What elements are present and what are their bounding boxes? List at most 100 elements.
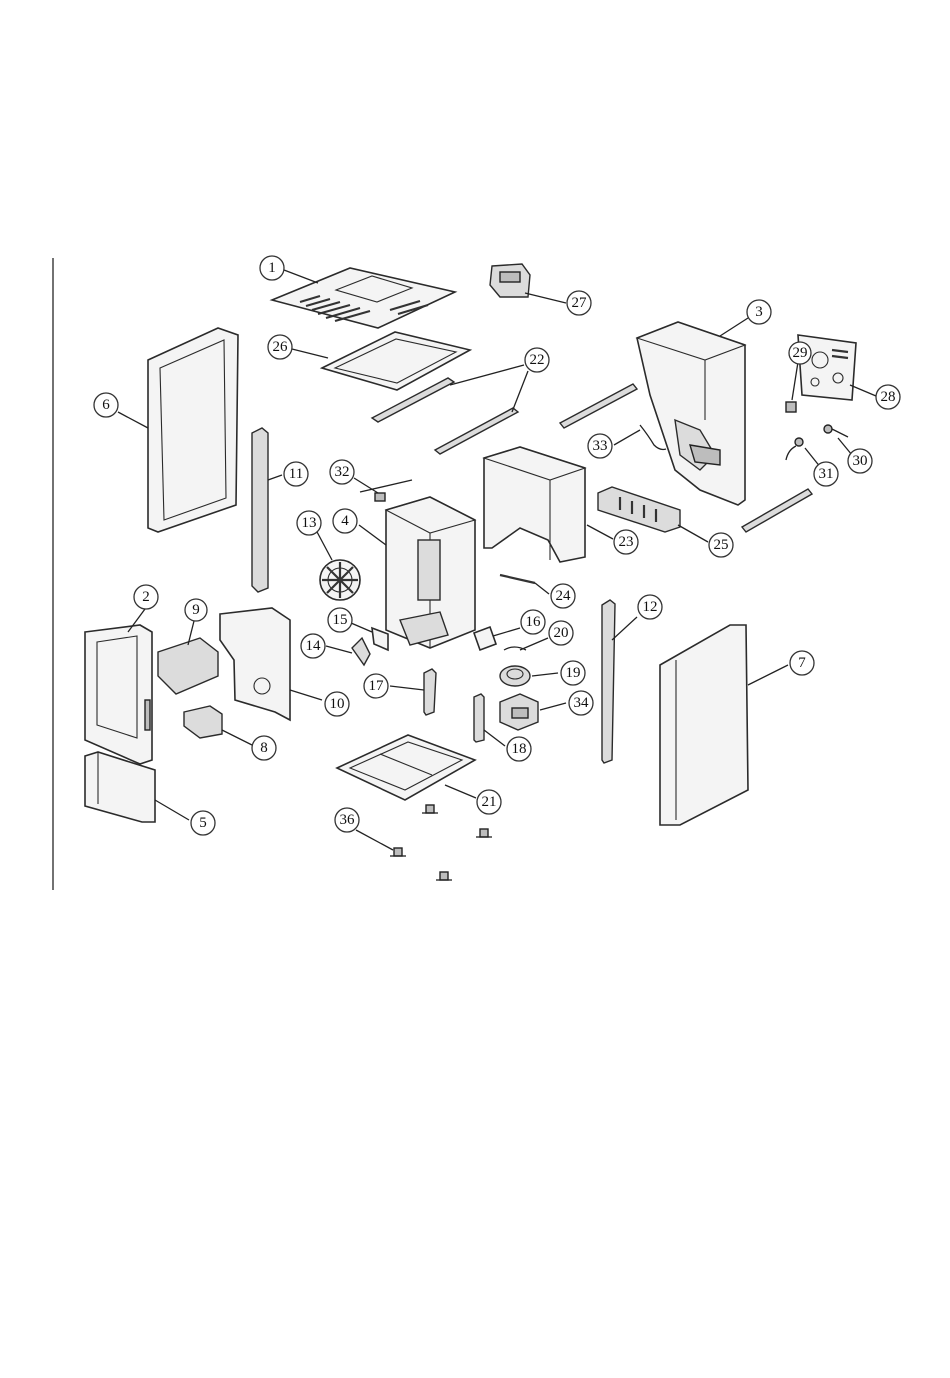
callout-7: 7 [790,651,814,675]
callout-33: 33 [588,434,612,458]
callout-5: 5 [191,811,215,835]
svg-text:6: 6 [102,397,110,413]
callout-13: 13 [297,511,321,535]
callout-20: 20 [549,621,573,645]
part-16-gasket [474,627,496,650]
part-36-feet [390,805,492,880]
callout-6: 6 [94,393,118,417]
part-30-sensor [824,425,848,437]
svg-text:32: 32 [335,464,350,480]
callout-34: 34 [569,691,593,715]
svg-text:11: 11 [289,466,303,482]
svg-text:9: 9 [192,602,200,618]
svg-text:34: 34 [574,695,590,711]
svg-text:26: 26 [273,339,289,355]
part-1-top-plate [272,268,455,328]
part-19-blower [500,666,530,686]
svg-text:24: 24 [556,588,572,604]
svg-text:21: 21 [482,794,497,810]
callout-24: 24 [551,584,575,608]
callout-10: 10 [325,692,349,716]
svg-text:4: 4 [341,513,349,529]
svg-text:3: 3 [755,304,763,320]
callout-21: 21 [477,790,501,814]
svg-text:13: 13 [302,515,317,531]
callout-17: 17 [364,674,388,698]
callout-12: 12 [638,595,662,619]
svg-text:10: 10 [330,696,345,712]
part-27-control-panel [490,264,530,297]
callout-16: 16 [521,610,545,634]
part-9-deflector [158,638,218,694]
part-31-sensor [786,438,803,460]
part-8-burn-pot [184,706,222,738]
part-10-back-panel [220,608,290,720]
svg-text:8: 8 [260,740,268,756]
part-18-bracket [474,694,484,742]
part-34-igniter-box [500,694,538,730]
svg-text:12: 12 [643,599,658,615]
part-3-hopper [637,322,745,505]
callout-3: 3 [747,300,771,324]
callout-36: 36 [335,808,359,832]
part-6-left-panel [148,328,238,532]
svg-text:31: 31 [819,466,834,482]
part-29-switch [786,402,796,412]
svg-text:29: 29 [793,345,808,361]
svg-text:30: 30 [853,453,868,469]
part-32-bracket [360,480,412,501]
callout-28: 28 [876,385,900,409]
callout-23: 23 [614,530,638,554]
svg-text:22: 22 [530,352,545,368]
svg-text:14: 14 [306,638,322,654]
callout-11: 11 [284,462,308,486]
svg-text:5: 5 [199,815,207,831]
callout-2: 2 [134,585,158,609]
callout-1: 1 [260,256,284,280]
svg-text:18: 18 [512,741,527,757]
callout-22: 22 [525,348,549,372]
callout-15: 15 [328,608,352,632]
part-14-plate [352,638,370,665]
part-11-vertical-bar [252,428,268,592]
part-23-hood [484,447,585,562]
callout-14: 14 [301,634,325,658]
part-2-door [85,625,152,764]
callout-26: 26 [268,335,292,359]
part-7-right-panel [660,625,748,825]
part-21-base-frame [337,735,475,800]
svg-text:15: 15 [333,612,348,628]
svg-text:27: 27 [572,295,588,311]
callout-4: 4 [333,509,357,533]
svg-text:16: 16 [526,614,542,630]
svg-text:7: 7 [798,655,806,671]
callout-30: 30 [848,449,872,473]
callout-29: 29 [789,342,811,364]
part-15-plate [372,628,388,650]
svg-text:1: 1 [268,260,276,276]
part-12-vertical-bar [602,600,615,763]
part-17-bracket [424,669,436,715]
callout-31: 31 [814,462,838,486]
svg-text:20: 20 [554,625,569,641]
svg-text:33: 33 [593,438,608,454]
svg-text:19: 19 [566,665,581,681]
callout-27: 27 [567,291,591,315]
callout-32: 32 [330,460,354,484]
svg-text:17: 17 [369,678,385,694]
part-4-firebox [386,497,475,648]
svg-text:28: 28 [881,389,896,405]
callout-8: 8 [252,736,276,760]
callout-19: 19 [561,661,585,685]
svg-text:2: 2 [142,589,150,605]
svg-text:23: 23 [619,534,634,550]
svg-text:25: 25 [714,537,729,553]
callout-9: 9 [185,599,207,621]
svg-text:36: 36 [340,812,356,828]
part-25-auger [598,487,680,532]
part-24-rod [500,575,535,583]
callout-18: 18 [507,737,531,761]
part-13-fan [320,560,360,600]
callout-25: 25 [709,533,733,557]
